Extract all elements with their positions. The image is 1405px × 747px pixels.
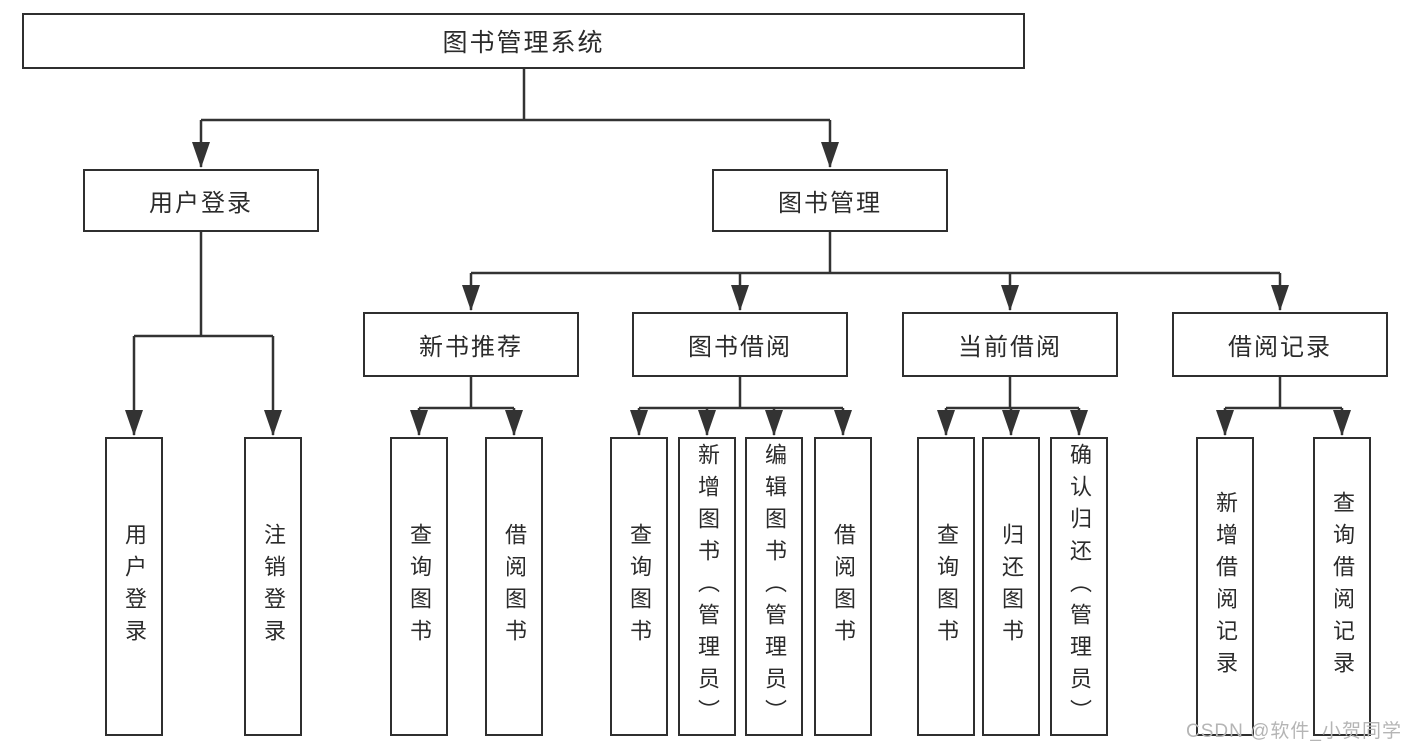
node-current-borrowing: 当前借阅: [902, 312, 1118, 377]
leaf-query-borrow-record: 查询借阅记录: [1313, 437, 1371, 736]
connector-borrowing-records-to-leaves: [1216, 377, 1351, 436]
node-user-login: 用户登录: [83, 169, 319, 232]
connector-current-borrowing-to-leaves: [937, 377, 1088, 436]
node-new-book-recommendation: 新书推荐: [363, 312, 579, 377]
leaf-query-books-borrowing: 查询图书: [610, 437, 668, 736]
leaf-query-books-current: 查询图书: [917, 437, 975, 736]
node-borrowing-records: 借阅记录: [1172, 312, 1388, 377]
connector-book-borrowing-to-leaves: [630, 377, 852, 436]
leaf-confirm-return-admin: 确认归还（管理员）: [1050, 437, 1108, 736]
node-book-borrowing: 图书借阅: [632, 312, 848, 377]
leaf-borrow-books: 借阅图书: [814, 437, 872, 736]
connector-new-book-recommendation-to-leaves: [410, 377, 523, 436]
node-book-management: 图书管理: [712, 169, 948, 232]
leaf-add-books-admin: 新增图书（管理员）: [678, 437, 736, 736]
leaf-query-books-recommend: 查询图书: [390, 437, 448, 736]
connector-root-to-level2: [192, 68, 839, 168]
watermark: CSDN @软件_小贺同学: [1186, 721, 1402, 742]
leaf-user-login: 用户登录: [105, 437, 163, 736]
leaf-return-books: 归还图书: [982, 437, 1040, 736]
leaf-edit-books-admin: 编辑图书（管理员）: [745, 437, 803, 736]
leaf-logout: 注销登录: [244, 437, 302, 736]
node-root: 图书管理系统: [22, 13, 1025, 69]
connector-user-login-to-leaves: [125, 232, 282, 436]
connector-book-management-to-level3: [462, 232, 1289, 311]
leaf-borrow-books-recommend: 借阅图书: [485, 437, 543, 736]
leaf-add-borrow-record: 新增借阅记录: [1196, 437, 1254, 736]
